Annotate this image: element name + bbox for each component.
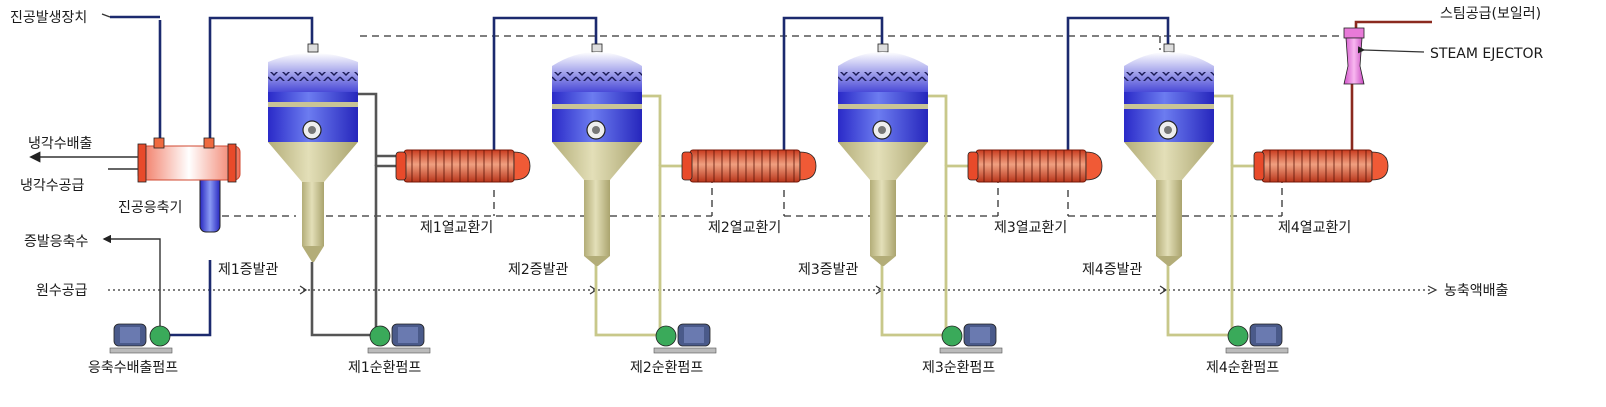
circulation-pump-2-label: 제2순환펌프 (630, 360, 703, 376)
circulation-pump-4-label: 제4순환펌프 (1206, 360, 1279, 376)
feed-line (108, 285, 1438, 295)
evaporator-1-label: 제1증발관 (218, 262, 279, 278)
vapor-lines (158, 16, 1170, 337)
steam-ejector-label: STEAM EJECTOR (1430, 46, 1544, 62)
steam-ejector (1343, 27, 1425, 85)
circulation-pump-3-label: 제3순환펌프 (922, 360, 995, 376)
evaporator-2 (552, 43, 642, 266)
condensate-pump (109, 323, 173, 354)
evaporator-4-label: 제4증발관 (1082, 262, 1143, 278)
circulation-pump-3 (939, 323, 1003, 354)
circulation-pump-1-label: 제1순환펌프 (348, 360, 421, 376)
heat-exchanger-2 (681, 149, 817, 183)
heat-exchanger-3 (967, 149, 1103, 183)
cooling-water-lines (29, 13, 161, 326)
feed-supply-label: 원수공급 (36, 283, 88, 299)
evaporator-4 (1124, 43, 1214, 266)
circulation-pump-4 (1225, 323, 1289, 354)
evaporator-2-label: 제2증발관 (508, 262, 569, 278)
vacuum-condenser (137, 137, 241, 233)
cooling-water-in-label: 냉각수공급 (20, 178, 85, 194)
liquid-lines (594, 94, 1254, 337)
evaporator-1 (268, 43, 358, 262)
condensate-pump-label: 응축수배출펌프 (88, 360, 178, 376)
vacuum-condenser-label: 진공응축기 (118, 200, 182, 216)
evaporator-3-label: 제3증발관 (798, 262, 859, 278)
heat-exchanger-4-label: 제4열교환기 (1278, 220, 1351, 236)
circulation-pump-1 (367, 323, 431, 354)
vacuum-generator-label: 진공발생장치 (10, 10, 87, 26)
heat-exchanger-2-label: 제2열교환기 (708, 220, 781, 236)
concentrate-out-label: 농축액배출 (1444, 283, 1509, 299)
heat-exchanger-3-label: 제3열교환기 (994, 220, 1067, 236)
steam-line (1256, 20, 1432, 158)
condensate-out-label: 증발응축수 (24, 234, 89, 250)
heat-exchanger-1-label: 제1열교환기 (420, 220, 493, 236)
heat-exchanger-4 (1253, 149, 1389, 183)
circulation-pump-2 (653, 323, 717, 354)
evaporator-3 (838, 43, 928, 266)
steam-supply-label: 스팀공급(보일러) (1440, 6, 1541, 22)
heat-exchanger-1 (395, 149, 531, 183)
cooling-water-out-label: 냉각수배출 (28, 136, 93, 152)
